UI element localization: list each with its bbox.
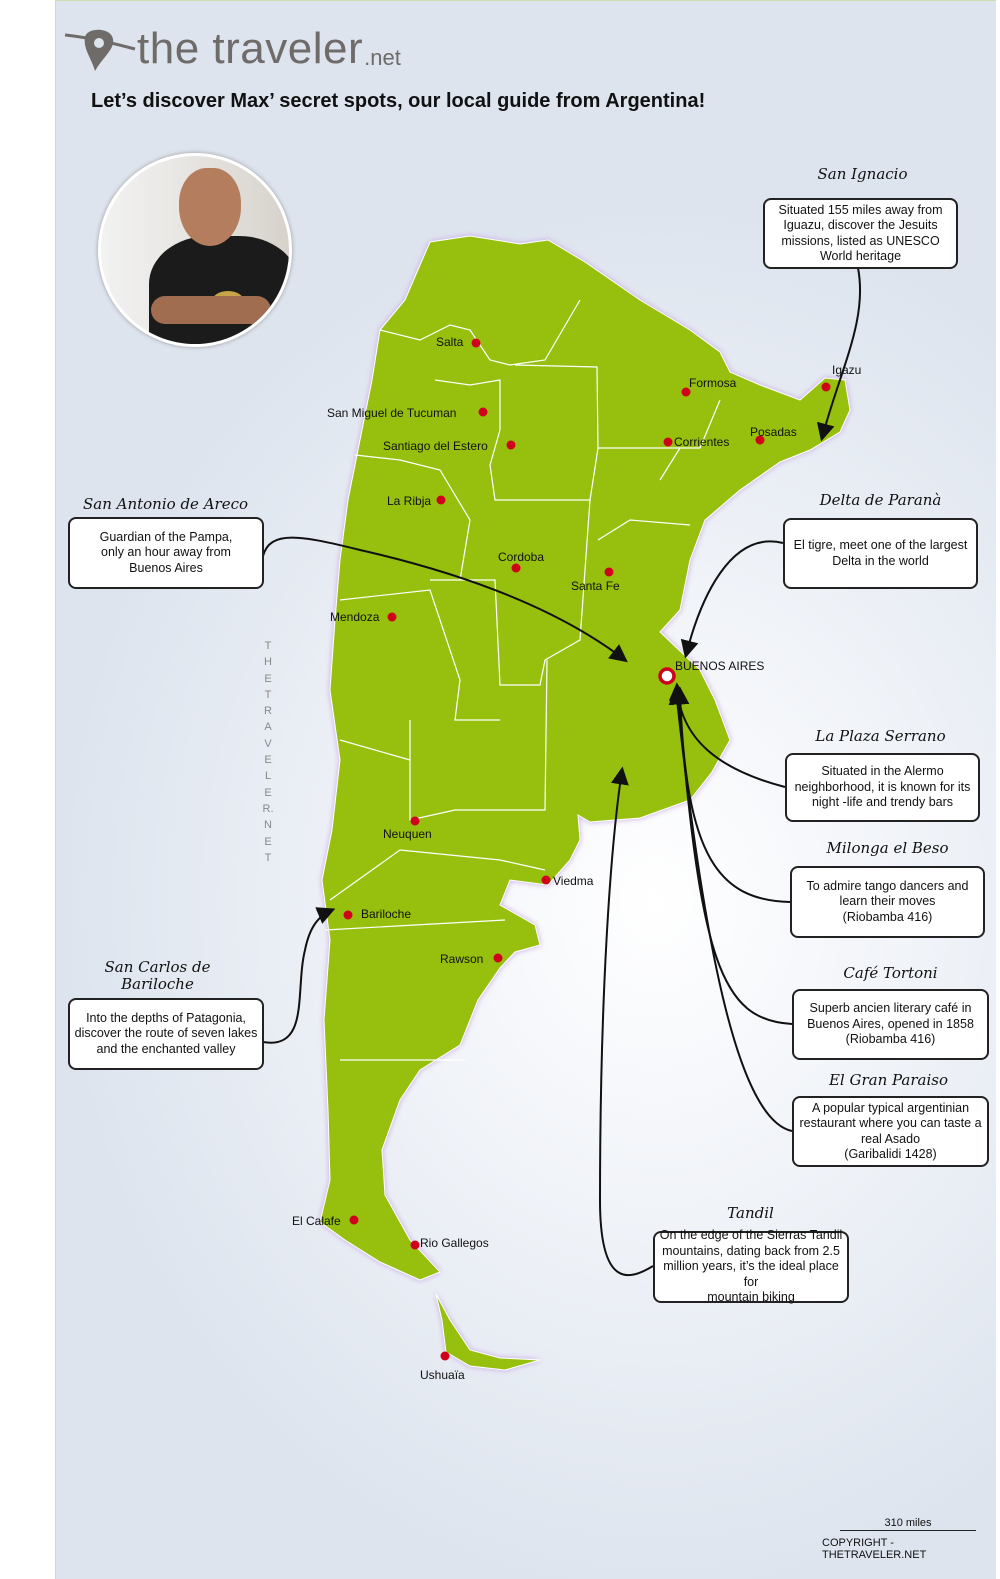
map-scale-bar: 310 miles <box>840 1517 976 1531</box>
city-dot-rio-gallegos <box>410 1240 420 1250</box>
callout-box-paraiso: A popular typical argentinian restaurant… <box>792 1096 989 1167</box>
province-borders <box>324 299 721 1061</box>
city-dot-posadas <box>755 435 765 445</box>
city-label-santa-fe: Santa Fe <box>571 579 620 593</box>
vertical-watermark: THETRAVELER.NET <box>262 640 274 864</box>
city-dot-viedma <box>541 875 551 885</box>
callout-box-plaza-serrano: Situated in the Alermo neighborhood, it … <box>785 753 980 822</box>
arrow-paraiso <box>668 686 793 1132</box>
brand-logo: the traveler .net <box>65 25 401 73</box>
city-dot-santiago-del-estero <box>506 440 516 450</box>
city-dot-san-miguel-de-tucuman <box>478 407 488 417</box>
city-label-viedma: Viedma <box>553 874 594 888</box>
callout-title-bariloche: San Carlos de Bariloche <box>104 958 211 993</box>
city-dot-igazu <box>821 382 831 392</box>
city-label-san-miguel-de-tucuman: San Miguel de Tucuman <box>327 406 457 420</box>
arrow-delta <box>680 540 784 659</box>
city-label-corrientes: Corrientes <box>674 435 730 449</box>
callout-box-bariloche: Into the depths of Patagonia, discover t… <box>68 998 264 1070</box>
arrow-areco <box>262 536 628 663</box>
city-label-salta: Salta <box>436 335 464 349</box>
city-label-igazu: Igazu <box>832 363 862 377</box>
callout-arrows <box>262 267 862 1276</box>
callout-box-milonga: To admire tango dancers and learn their … <box>790 866 985 938</box>
city-dot-salta <box>471 338 481 348</box>
city-dot-buenos-aires <box>658 667 676 685</box>
city-dot-mendoza <box>387 612 397 622</box>
city-label-buenos-aires: BUENOS AIRES <box>675 659 765 673</box>
city-dot-ushua-a <box>440 1351 450 1361</box>
arrow-tandil <box>598 766 654 1276</box>
city-label-rio-gallegos: Rio Gallegos <box>420 1236 489 1250</box>
guide-photo <box>98 153 292 347</box>
callout-box-tandil: On the edge of the Sierras Tandil mounta… <box>653 1228 849 1304</box>
city-label-santiago-del-estero: Santiago del Estero <box>383 439 488 453</box>
city-label-mendoza: Mendoza <box>330 610 380 624</box>
callout-box-tortoni: Superb ancien literary café in Buenos Ai… <box>792 989 989 1060</box>
city-dot-formosa <box>681 387 691 397</box>
city-dot-corrientes <box>663 437 673 447</box>
city-dot-cordoba <box>511 563 521 573</box>
city-label-formosa: Formosa <box>689 376 737 390</box>
copyright-text: COPYRIGHT - THETRAVELER.NET <box>822 1537 927 1561</box>
city-label-posadas: Posadas <box>750 425 797 439</box>
city-label-cordoba: Cordoba <box>498 550 545 564</box>
city-label-la-ribja: La Ribja <box>387 494 432 508</box>
logo-pin-icon <box>65 29 136 71</box>
argentina-landmass <box>319 235 851 1371</box>
city-label-rawson: Rawson <box>440 952 484 966</box>
logo-suffix: .net <box>364 45 401 70</box>
callout-title-tandil: Tandil <box>727 1204 774 1222</box>
city-markers <box>343 338 831 1361</box>
callout-box-san-ignacio: Situated 155 miles away from Iguazu, dis… <box>763 198 958 269</box>
city-dot-el-calafe <box>349 1215 359 1225</box>
callout-title-tortoni: Café Tortoni <box>843 964 938 982</box>
callout-title-delta: Delta de Paranà <box>819 491 942 509</box>
callout-title-paraiso: El Gran Paraiso <box>828 1071 949 1089</box>
city-label-el-calafe: El Calafe <box>292 1214 341 1228</box>
callout-title-plaza-serrano: La Plaza Serrano <box>815 727 946 745</box>
callout-box-areco: Guardian of the Pampa, only an hour away… <box>68 517 264 589</box>
city-label-neuquen: Neuquen <box>383 827 432 841</box>
city-dot-santa-fe <box>604 567 614 577</box>
callout-box-delta: El tigre, meet one of the largest Delta … <box>783 518 978 589</box>
city-dot-bariloche <box>343 910 353 920</box>
page-headline: Let’s discover Max’ secret spots, our lo… <box>91 90 706 112</box>
callout-title-san-ignacio: San Ignacio <box>817 165 908 183</box>
arrow-san-ignacio <box>816 267 862 442</box>
city-label-ushua-a: Ushuaïa <box>420 1368 465 1382</box>
logo-wordmark: the traveler <box>137 24 364 73</box>
callout-title-areco: San Antonio de Areco <box>82 495 248 513</box>
arrow-bariloche <box>262 907 336 1044</box>
city-dot-la-ribja <box>436 495 446 505</box>
city-label-bariloche: Bariloche <box>361 907 412 921</box>
callout-title-milonga: Milonga el Beso <box>826 839 949 857</box>
city-dot-neuquen <box>410 816 420 826</box>
city-dot-rawson <box>493 953 503 963</box>
